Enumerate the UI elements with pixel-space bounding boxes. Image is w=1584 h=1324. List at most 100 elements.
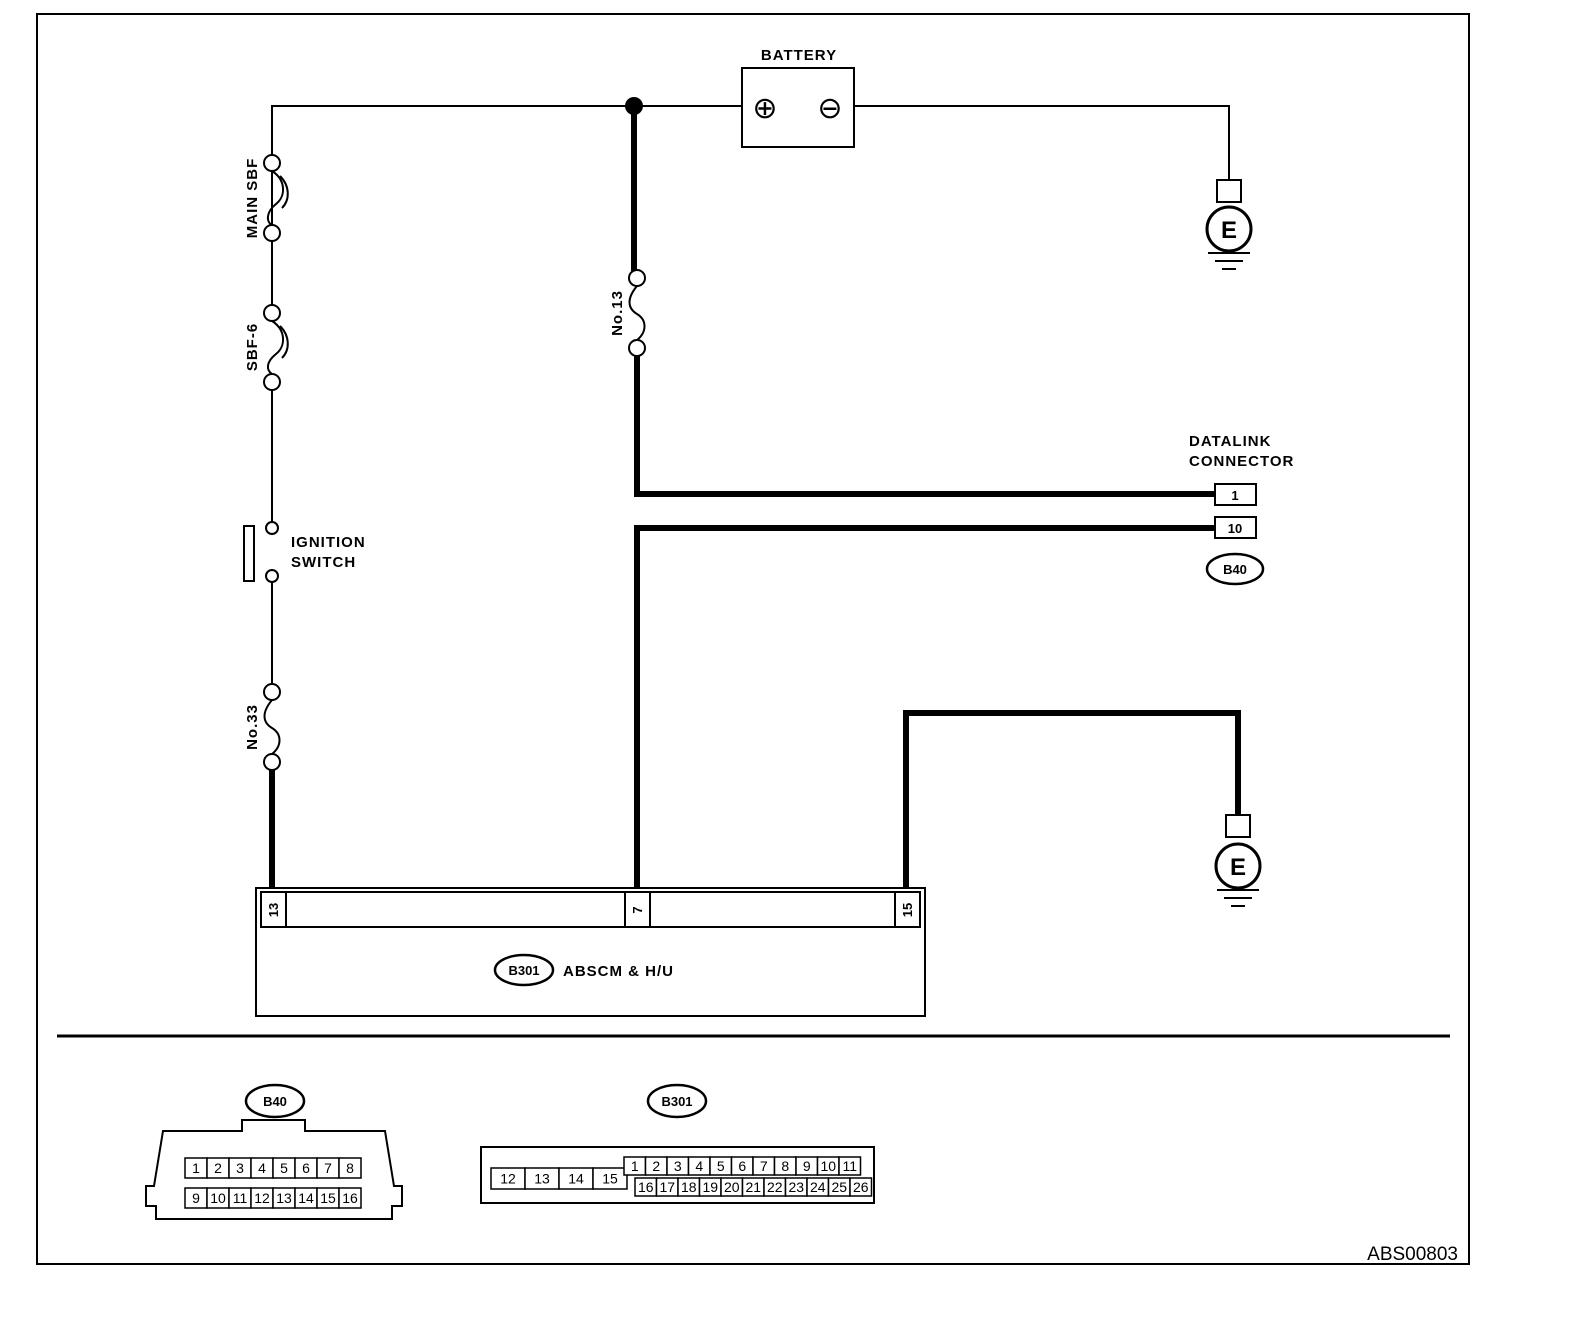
b40-tag-ellipse <box>1205 552 1265 586</box>
ignition-switch-label-1: IGNITION <box>291 534 366 551</box>
b40-pin-16: 16 <box>342 1190 358 1206</box>
b40-pin-8-cell <box>338 1157 362 1179</box>
wire-datalink-10-to-abscm-7 <box>634 525 1215 888</box>
wire-top-main <box>271 105 742 242</box>
ground-bottom-icon <box>1217 889 1259 907</box>
wire-abscm-15-to-ground <box>903 710 1241 888</box>
b301-pin-3: 3 <box>674 1158 682 1174</box>
b40-pin-15: 15 <box>320 1190 336 1206</box>
fuse-no13 <box>628 269 646 357</box>
b40-pin-4: 4 <box>258 1160 266 1176</box>
b40-face-tag: B40 <box>263 1094 287 1109</box>
b40-pin-11: 11 <box>233 1190 248 1206</box>
b301-pin-10: 10 <box>820 1158 836 1174</box>
b301-pin-14: 14 <box>568 1171 584 1187</box>
b40-pin-2: 2 <box>214 1160 222 1176</box>
ground-top-circle <box>1205 205 1253 253</box>
abscm-pin-7: 7 <box>630 906 645 913</box>
b40-pin-14: 14 <box>298 1190 314 1206</box>
b40-pin-13: 13 <box>276 1190 292 1206</box>
battery-label: BATTERY <box>761 47 837 64</box>
ground-bottom-label: E <box>1230 854 1246 881</box>
b40-pin-9: 9 <box>192 1190 200 1206</box>
b40-connector-shell <box>145 1119 403 1220</box>
b301-pin-2: 2 <box>652 1158 660 1174</box>
fuse-no33 <box>263 683 281 771</box>
main-sbf-label: MAIN SBF <box>244 158 261 239</box>
b301-pin-9: 9 <box>803 1158 811 1174</box>
sbf6-label: SBF-6 <box>244 323 261 371</box>
b301-pin-1: 1 <box>631 1158 639 1174</box>
b301-pin-17: 17 <box>659 1179 675 1195</box>
b40-face-tag-ellipse <box>244 1083 306 1119</box>
b301-pin-23: 23 <box>788 1179 804 1195</box>
b301-pin-15-cell <box>592 1167 628 1190</box>
b301-tag-ellipse <box>493 953 555 987</box>
ignition-switch <box>243 521 279 583</box>
b301-pin-19: 19 <box>702 1179 718 1195</box>
ground-top-icon <box>1208 252 1250 270</box>
datalink-label-2: CONNECTOR <box>1189 453 1294 470</box>
battery-negative-icon: ⊖ <box>817 92 842 125</box>
battery-positive-icon: ⊕ <box>752 92 777 125</box>
b40-pin-5: 5 <box>280 1160 288 1176</box>
diagram-code: ABS00803 <box>1367 1244 1458 1265</box>
b301-pin-12: 12 <box>500 1171 516 1187</box>
b301-pin-20: 20 <box>724 1179 740 1195</box>
datalink-label-1: DATALINK <box>1189 433 1271 450</box>
b301-pin-13: 13 <box>534 1171 550 1187</box>
b40-pin-7: 7 <box>324 1160 332 1176</box>
b40-pin-16-cell <box>338 1187 362 1209</box>
b301-pin-5: 5 <box>717 1158 725 1174</box>
b301-pin-26: 26 <box>853 1179 869 1195</box>
battery-box <box>741 67 855 148</box>
fuse-no33-label: No.33 <box>244 704 261 750</box>
b40-pin-8: 8 <box>346 1160 354 1176</box>
datalink-pin-10: 10 <box>1228 521 1242 536</box>
b40-pin-3: 3 <box>236 1160 244 1176</box>
ground-bottom-circle <box>1214 842 1262 890</box>
b40-pin-1: 1 <box>192 1160 200 1176</box>
datalink-pin-1-box <box>1214 483 1257 506</box>
b40-tag: B40 <box>1223 562 1247 577</box>
wire-fuse13-to-datalink-1 <box>634 356 1215 497</box>
datalink-pin-10-box <box>1214 516 1257 539</box>
abscm-pin-13: 13 <box>266 903 281 917</box>
b301-face-tag-ellipse <box>646 1083 708 1119</box>
ignition-switch-label-2: SWITCH <box>291 554 356 571</box>
b301-pin-8: 8 <box>781 1158 789 1174</box>
b301-pin-4: 4 <box>695 1158 703 1174</box>
b301-pin-7: 7 <box>760 1158 768 1174</box>
b40-pin-6: 6 <box>302 1160 310 1176</box>
b301-pin-11: 11 <box>842 1158 857 1174</box>
ground-top-terminal <box>1216 179 1242 203</box>
main-sbf-fuse <box>263 154 289 242</box>
b301-pin-18: 18 <box>681 1179 697 1195</box>
b40-pin-12: 12 <box>254 1190 270 1206</box>
abscm-label: ABSCM & H/U <box>563 963 674 980</box>
b301-pin-6: 6 <box>738 1158 746 1174</box>
fuse-no13-label: No.13 <box>609 290 626 336</box>
b301-face-tag: B301 <box>661 1094 692 1109</box>
abscm-pin-15: 15 <box>900 903 915 917</box>
datalink-pin-1: 1 <box>1231 488 1238 503</box>
b301-pin-24: 24 <box>810 1179 826 1195</box>
wire-battery-neg-ground <box>854 105 1230 180</box>
b301-pin-16: 16 <box>638 1179 654 1195</box>
ground-top-label: E <box>1221 217 1237 244</box>
b301-pin-11-cell <box>838 1156 862 1176</box>
b301-pin-25: 25 <box>831 1179 847 1195</box>
b301-pin-15: 15 <box>602 1171 618 1187</box>
diagram-frame <box>36 13 1470 1265</box>
b301-pin-26-cell <box>849 1177 873 1197</box>
b301-pin-21: 21 <box>745 1179 761 1195</box>
b301-tag: B301 <box>508 963 539 978</box>
b40-pin-10: 10 <box>210 1190 226 1206</box>
sbf6-fuse <box>263 304 289 391</box>
abscm-pin-strip <box>260 891 921 928</box>
ground-bottom-terminal <box>1225 814 1251 838</box>
b301-pin-22: 22 <box>767 1179 783 1195</box>
